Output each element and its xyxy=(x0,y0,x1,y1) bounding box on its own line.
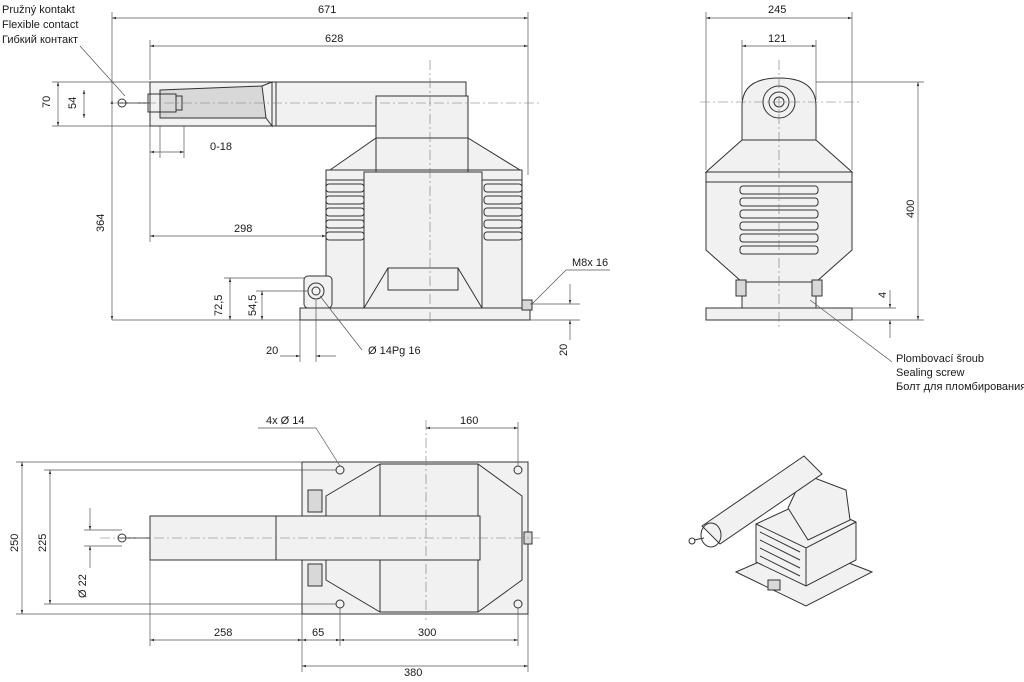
earthing-bolt xyxy=(521,299,533,311)
hole-label: Ø 14Pg 16 xyxy=(368,345,421,357)
dim-65-label: 65 xyxy=(312,627,324,639)
thread-m8-label: M8x 16 xyxy=(572,257,608,269)
dim-20-left-label: 20 xyxy=(266,345,278,357)
dim-225-label: 225 xyxy=(37,534,49,552)
isometric-view xyxy=(688,455,874,607)
dim-380-label: 380 xyxy=(404,667,422,679)
base-plate xyxy=(299,307,531,321)
dim-20-right-label: 20 xyxy=(558,344,570,356)
dim-0-18-label: 0-18 xyxy=(210,141,232,153)
sealing-label-ru: Болт для пломбирования xyxy=(896,381,1024,393)
dim-54-5-label: 54,5 xyxy=(247,295,259,316)
right-ribs xyxy=(483,183,523,241)
dim-628-label: 628 xyxy=(325,33,343,45)
dim-671-label: 671 xyxy=(318,4,336,16)
dim-400-label: 400 xyxy=(905,200,917,218)
contact-label-cz: Pružný kontakt xyxy=(2,4,75,16)
dim-245-label: 245 xyxy=(768,4,786,16)
iso-ribs xyxy=(759,531,801,577)
front-view: 671 628 Pružný kontakt Flexible contact … xyxy=(2,4,610,362)
dim-70-label: 70 xyxy=(41,96,53,108)
sealing-label-en: Sealing screw xyxy=(896,367,965,379)
transformer-shoulders xyxy=(328,137,522,171)
dim-258-label: 258 xyxy=(214,627,232,639)
contact-label-ru: Гибкий контакт xyxy=(2,34,78,46)
left-ribs xyxy=(325,183,365,241)
dim-54-label: 54 xyxy=(67,97,79,109)
dim-4-label: 4 xyxy=(877,292,889,298)
side-view: 245 121 400 4 xyxy=(700,4,1024,393)
dim-250-label: 250 xyxy=(9,534,21,552)
dim-72-5-label: 72,5 xyxy=(213,295,225,316)
dim-121-label: 121 xyxy=(768,33,786,45)
terminal-box xyxy=(303,275,333,309)
transformer-head xyxy=(375,95,469,139)
dim-298-label: 298 xyxy=(234,223,252,235)
sealing-label-cz: Plombovací šroub xyxy=(896,353,984,365)
holes-4x14-label: 4x Ø 14 xyxy=(266,415,305,427)
contact-label-en: Flexible contact xyxy=(2,19,78,31)
plan-view: 4x Ø 14 160 250 225 Ø 22 258 65 300 380 xyxy=(9,415,540,679)
contact-leader xyxy=(79,45,126,97)
dim-160-label: 160 xyxy=(460,415,478,427)
dim-300-label: 300 xyxy=(418,627,436,639)
dim-dia22-label: Ø 22 xyxy=(77,574,89,598)
dim-364-label: 364 xyxy=(95,214,107,232)
iso-arm xyxy=(701,455,823,545)
